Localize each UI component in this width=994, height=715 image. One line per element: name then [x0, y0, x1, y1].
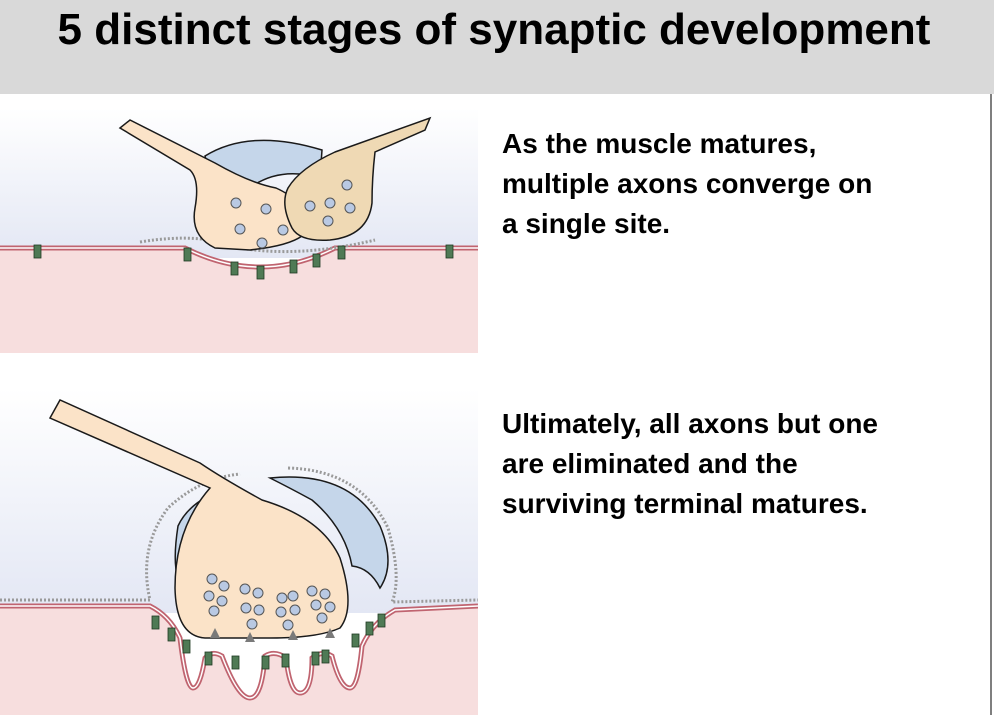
title-bar: 5 distinct stages of synaptic developmen… — [0, 0, 994, 94]
stage-4-illustration — [0, 108, 478, 353]
acetylcholine-receptors — [151, 613, 386, 670]
slide-border — [990, 94, 992, 715]
axon-terminal-2 — [284, 116, 432, 241]
slide-title: 5 distinct stages of synaptic developmen… — [57, 5, 931, 54]
axon-terminal-1 — [118, 119, 305, 251]
acetylcholine-receptors — [33, 244, 454, 280]
synaptic-vesicles — [203, 573, 336, 631]
stage-5-illustration — [0, 388, 478, 715]
synaptic-vesicles — [230, 179, 356, 249]
schwann-cell-right — [267, 476, 389, 590]
stage-4-caption: As the muscle matures, multiple axons co… — [502, 128, 873, 239]
muscle-fiber — [0, 606, 478, 715]
active-zones — [210, 628, 335, 642]
stage-5-caption: Ultimately, all axons but one are elimin… — [502, 408, 879, 519]
axon-terminal — [48, 399, 349, 639]
muscle-fiber — [0, 248, 478, 353]
